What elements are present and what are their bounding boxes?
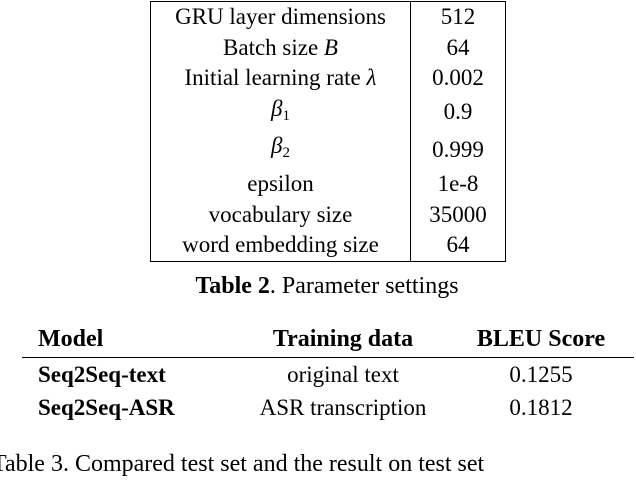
param-name: β2 (150, 131, 411, 169)
table-row: Seq2Seq-ASR ASR transcription 0.1812 (22, 391, 634, 424)
column-header: Model (22, 321, 238, 358)
training-data: original text (287, 362, 399, 387)
bleu-score: 0.1255 (509, 362, 573, 387)
model-name: Seq2Seq-text (38, 362, 166, 387)
param-name: Initial learning rate λ (150, 63, 411, 94)
table-row: Seq2Seq-text original text 0.1255 (22, 358, 634, 392)
param-subscript: 1 (282, 107, 290, 124)
table-2-caption: Table 2. Parameter settings (0, 270, 636, 302)
param-value: 512 (440, 4, 476, 29)
table-row: β2 0.999 (150, 131, 506, 169)
table-row: epsilon 1e-8 (150, 168, 506, 200)
training-data: ASR transcription (259, 395, 427, 420)
table-row: GRU layer dimensions 512 (150, 1, 506, 33)
param-value: 0.002 (432, 65, 484, 91)
parameter-settings-table: GRU layer dimensions 512 Batch size B 64… (150, 1, 506, 262)
param-name: Batch size B (150, 32, 411, 64)
bleu-score: 0.1812 (509, 395, 573, 420)
param-value: 35000 (429, 201, 487, 227)
param-symbol: λ (366, 65, 377, 91)
model-name: Seq2Seq-ASR (38, 395, 175, 420)
table-row: Batch size B 64 (150, 32, 506, 64)
param-name: GRU layer dimensions (150, 1, 411, 33)
table-header-row: Model Training data BLEU Score (22, 321, 634, 358)
caption-label: Table 2 (195, 273, 270, 299)
param-name: epsilon (150, 168, 411, 200)
param-value: 0.999 (432, 136, 484, 162)
param-name: word embedding size (150, 230, 411, 262)
param-name: β1 (150, 93, 411, 132)
table-3-caption: Table 3. Compared test set and the resul… (0, 451, 485, 477)
column-header: BLEU Score (448, 321, 634, 358)
table-row: β1 0.9 (150, 93, 506, 132)
caption-text: . Parameter settings (269, 273, 459, 299)
param-value: 64 (446, 232, 470, 258)
results-table: Model Training data BLEU Score Seq2Seq-t… (22, 321, 634, 424)
param-symbol: B (323, 34, 338, 60)
param-label: Initial learning rate (184, 65, 361, 91)
param-label: Batch size (223, 34, 319, 60)
param-subscript: 2 (282, 145, 290, 162)
param-value: 64 (446, 34, 470, 60)
column-header: Training data (238, 321, 448, 358)
table-row: vocabulary size 35000 (150, 199, 506, 231)
param-name: vocabulary size (150, 199, 411, 231)
table-row: word embedding size 64 (150, 230, 506, 262)
param-value: 0.9 (443, 99, 473, 125)
table-row: Initial learning rate λ 0.002 (150, 63, 506, 94)
param-value: 1e-8 (437, 170, 479, 196)
param-symbol: β (271, 95, 283, 121)
param-symbol: β (271, 133, 283, 159)
